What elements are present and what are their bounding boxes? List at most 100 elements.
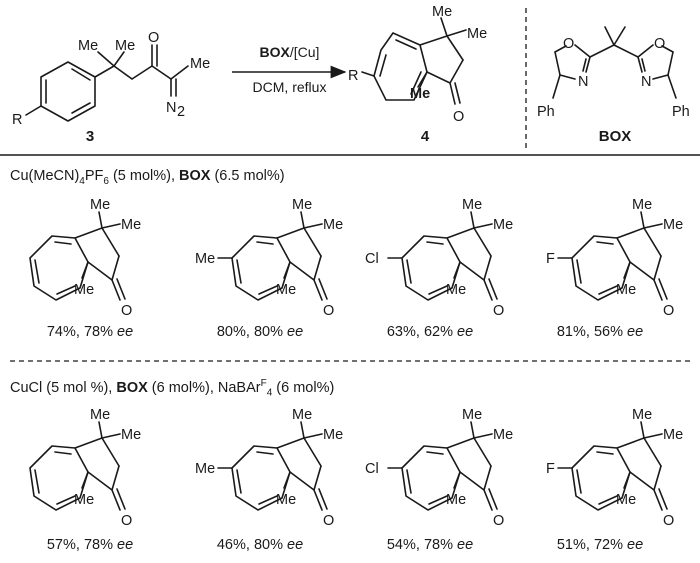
atom-nitrogen: N [578, 74, 588, 90]
reagent-catalyst: /[Cu] [289, 44, 320, 60]
atom-me: Me [190, 56, 210, 72]
atom-me: Me [632, 407, 652, 423]
atom-me: Me [323, 427, 343, 443]
atom-r: R [348, 68, 358, 84]
condition-text: (6 mol%) [272, 379, 335, 396]
yield-label: 80%, 80% ee [185, 324, 335, 340]
condition-text: Cu(MeCN) [10, 168, 80, 184]
yield-value: 54%, 78% [386, 537, 457, 553]
section-conditions: Cu(MeCN)4PF6 (5 mol%), BOX (6.5 mol%) [10, 168, 285, 187]
reagent-label: BOX/[Cu] [232, 44, 347, 60]
ee-label: ee [457, 537, 474, 553]
yield-label: 46%, 80% ee [185, 537, 335, 553]
yield-label: 54%, 78% ee [355, 537, 505, 553]
atom-me: Me [276, 492, 296, 508]
atom-substituent: Cl [365, 251, 379, 267]
atom-substituent: Cl [365, 461, 379, 477]
yield-value: 81%, 56% [556, 324, 627, 340]
condition-text: 6 [103, 175, 109, 187]
ee-label: ee [117, 324, 134, 340]
box-ligand-structure [552, 26, 677, 99]
condition-text: BOX [116, 379, 148, 396]
atom-me: Me [462, 407, 482, 423]
atom-me: Me [493, 427, 513, 443]
atom-me: Me [90, 197, 110, 213]
atom-n2-subscript: 2 [177, 104, 185, 120]
yield-label: 51%, 72% ee [525, 537, 675, 553]
product-structure [361, 17, 467, 105]
atom-oxygen: O [563, 36, 574, 52]
atom-phenyl: Ph [537, 104, 555, 120]
condition-text: 4 [266, 387, 273, 399]
atom-oxygen: O [493, 303, 504, 319]
yield-label: 81%, 56% ee [525, 324, 675, 340]
yield-value: 46%, 80% [216, 537, 287, 553]
atom-substituent: F [546, 251, 555, 267]
atom-r: R [12, 112, 22, 128]
atom-oxygen: O [663, 513, 674, 529]
product-atoms: R Me Me Me O [348, 4, 487, 125]
atom-me: Me [115, 38, 135, 54]
atom-oxygen: O [654, 36, 665, 52]
yield-value: 63%, 62% [386, 324, 457, 340]
yield-value: 51%, 72% [556, 537, 627, 553]
condition-text: (5 mol%), [108, 168, 180, 184]
starting-material-structure [25, 44, 189, 122]
atom-me: Me [78, 38, 98, 54]
ee-label: ee [627, 537, 644, 553]
ee-label: ee [457, 324, 474, 340]
atom-me: Me [616, 282, 636, 298]
atom-oxygen: O [663, 303, 674, 319]
atom-me: Me [323, 217, 343, 233]
atom-me: Me [410, 86, 430, 102]
reaction-conditions: DCM, reflux [252, 79, 327, 95]
atom-me: Me [90, 407, 110, 423]
atom-me: Me [663, 427, 683, 443]
atom-oxygen: O [148, 30, 159, 46]
atom-me: Me [462, 197, 482, 213]
yield-label: 63%, 62% ee [355, 324, 505, 340]
product-grid: MeMeMeOMeMeMeOMeMeMeMeOClMeMeMeOFMeMeMeO… [29, 197, 683, 529]
section-conditions: CuCl (5 mol %), BOX (6 mol%), NaBArF4 (6… [10, 378, 334, 399]
yield-label: 74%, 78% ee [15, 324, 165, 340]
atom-oxygen: O [121, 513, 132, 529]
condition-text: CuCl (5 mol %), [10, 379, 117, 396]
condition-text: PF [84, 168, 104, 184]
atom-me: Me [493, 217, 513, 233]
atom-me: Me [292, 407, 312, 423]
condition-text: (6 mol%), NaBAr [147, 379, 261, 396]
atom-oxygen: O [493, 513, 504, 529]
yield-value: 57%, 78% [46, 537, 117, 553]
atom-me: Me [276, 282, 296, 298]
atom-substituent: Me [195, 251, 215, 267]
starting-material-atoms: Me Me O Me N 2 R [12, 30, 210, 128]
atom-oxygen: O [453, 109, 464, 125]
atom-me: Me [467, 26, 487, 42]
condition-text: (6.5 mol%) [210, 168, 285, 184]
ee-label: ee [287, 324, 304, 340]
atom-substituent: Me [195, 461, 215, 477]
reagent-box: BOX [259, 44, 290, 60]
condition-text: 4 [79, 175, 85, 187]
yield-value: 80%, 80% [216, 324, 287, 340]
atom-me: Me [74, 282, 94, 298]
ee-label: ee [117, 537, 134, 553]
atom-me: Me [632, 197, 652, 213]
atom-me: Me [74, 492, 94, 508]
atom-me: Me [121, 427, 141, 443]
yield-label: 57%, 78% ee [15, 537, 165, 553]
atom-oxygen: O [323, 303, 334, 319]
atom-me: Me [446, 492, 466, 508]
atom-me: Me [432, 4, 452, 20]
condition-text: BOX [179, 168, 211, 184]
box-ligand-label: BOX [598, 128, 632, 145]
atom-substituent: F [546, 461, 555, 477]
condition-text: F [260, 378, 267, 389]
